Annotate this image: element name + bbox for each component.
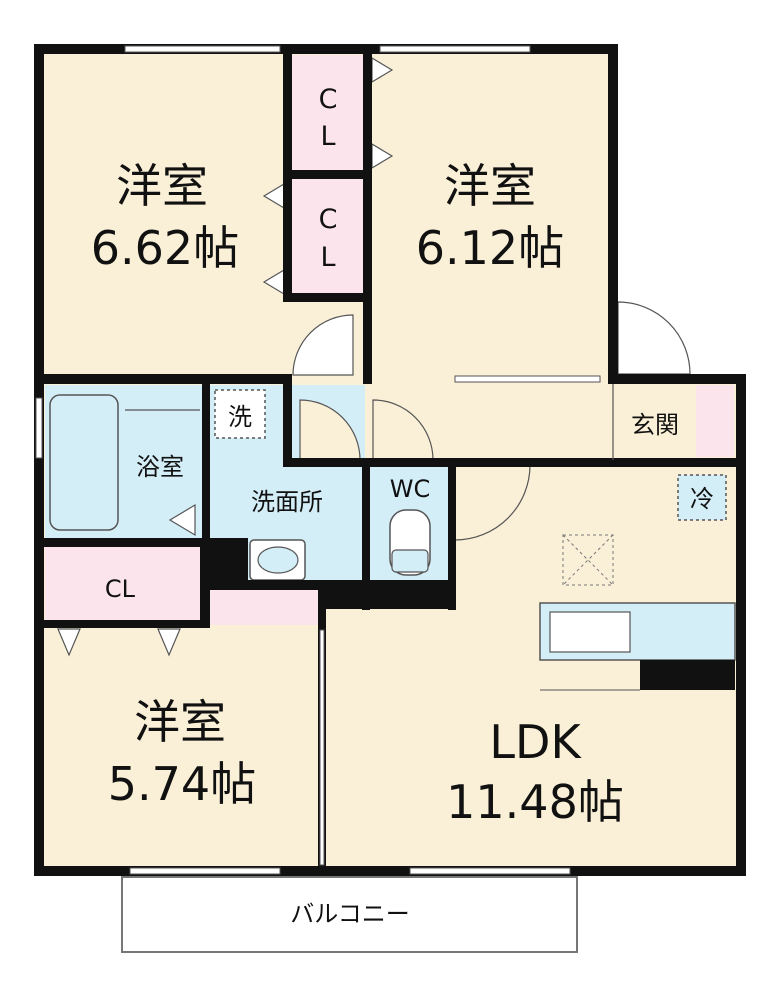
balcony-label: バルコニー: [290, 900, 410, 928]
window-nw: [124, 45, 281, 53]
closet-door-mark-6: [157, 628, 181, 657]
toilet-tank: [391, 549, 429, 573]
door-swing-entrance: [617, 301, 691, 375]
washroom-label: 洗面所: [251, 488, 323, 516]
window-sw: [129, 867, 281, 875]
ldk-name: LDK: [489, 715, 582, 769]
bath-door-mark: [168, 503, 196, 537]
kitchen-sink: [549, 611, 631, 653]
room-sw-name: 洋室: [134, 695, 226, 749]
room-sw-size: 5.74帖: [108, 757, 256, 811]
window-ne: [379, 45, 531, 53]
fridge-label: 冷: [690, 485, 714, 513]
washer-label: 洗: [228, 403, 252, 431]
room-ne-name: 洋室: [444, 159, 536, 213]
basin-bowl: [257, 546, 299, 574]
entrance-label: 玄関: [631, 411, 679, 439]
closet-door-mark-5: [57, 628, 81, 657]
window-ldk: [409, 867, 571, 875]
ldk-size: 11.48帖: [446, 775, 624, 829]
balcony: [121, 876, 578, 953]
room-nw-size: 6.62帖: [91, 221, 239, 275]
closet-upper-c: C: [319, 84, 338, 115]
closet-sw: [45, 545, 205, 625]
room-ne-size: 6.12帖: [416, 221, 564, 275]
closet-upper: [288, 55, 368, 170]
entrance-shoe-closet: [696, 385, 734, 457]
closet-lower: [288, 178, 368, 293]
closet-sw-label: CL: [105, 575, 136, 603]
closet-lower-l: L: [320, 242, 335, 273]
toilet-label: WC: [390, 475, 431, 503]
bath-label: 浴室: [136, 453, 184, 481]
bathtub: [49, 394, 119, 531]
ceiling-vent: [562, 534, 614, 586]
window-bath: [35, 397, 43, 459]
closet-sw-strip: [210, 590, 322, 625]
door-swing-ldk: [454, 464, 531, 541]
kitchen-wall-block: [640, 660, 735, 690]
washer-space: [214, 389, 266, 439]
closet-upper-l: L: [320, 121, 335, 152]
door-swing-nw: [292, 314, 354, 376]
room-nw-name: 洋室: [116, 159, 208, 213]
window-ne-lower: [454, 375, 601, 383]
sliding-door-sw: [319, 629, 325, 866]
fridge-space: [677, 474, 727, 521]
closet-lower-c: C: [319, 204, 338, 235]
